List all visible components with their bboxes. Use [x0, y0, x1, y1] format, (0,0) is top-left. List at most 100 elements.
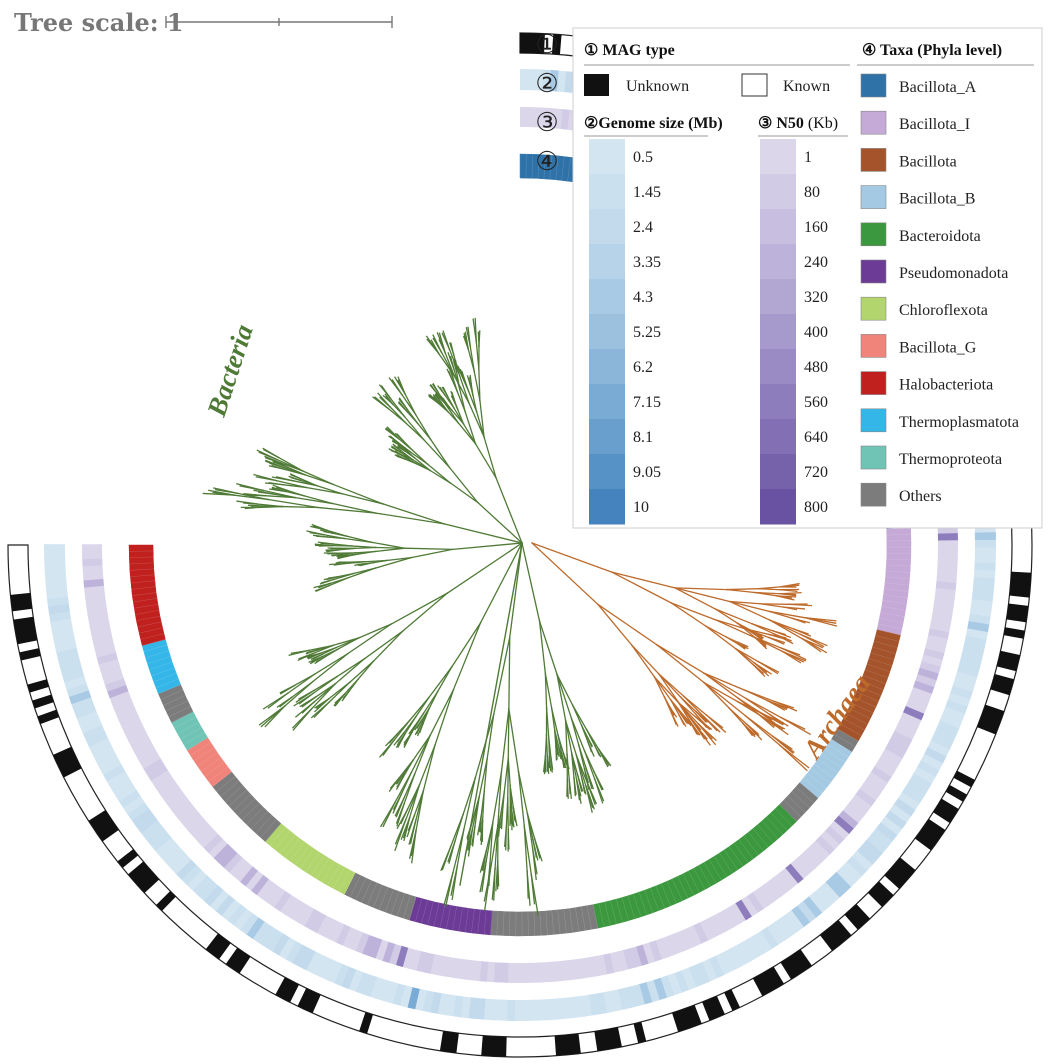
- tree-branch: [414, 413, 432, 441]
- taxa-ring-tick: [142, 639, 166, 646]
- n50-cell: [641, 942, 656, 964]
- tree-branch: [402, 440, 414, 452]
- n50-cell: [102, 671, 124, 685]
- tree-branch: [478, 758, 488, 798]
- genome-size-cell: [708, 955, 725, 979]
- taxa-ring-tick: [581, 906, 586, 931]
- tree-branch: [772, 735, 794, 754]
- tree-branch: [757, 588, 781, 591]
- genome-size-cell: [701, 958, 718, 982]
- tree-branch: [247, 504, 264, 507]
- tree-branch: [564, 719, 568, 756]
- taxa-ring-tick: [587, 905, 592, 930]
- taxa-ring-tick: [220, 780, 240, 797]
- tree-branch: [276, 696, 293, 708]
- tree-branch: [670, 602, 716, 621]
- n50-cell: [422, 952, 435, 974]
- genome-size-swatch: [589, 349, 625, 385]
- tree-branch: [459, 542, 523, 886]
- mag-unknown-block: [37, 709, 60, 725]
- tree-branch: [714, 608, 754, 625]
- tree-branch: [551, 707, 556, 731]
- tree-branch: [420, 707, 431, 722]
- tree-branch: [694, 716, 711, 731]
- taxa-ring-tick: [471, 909, 475, 933]
- tree-branch: [780, 647, 807, 661]
- taxa-ring-tick: [502, 911, 505, 936]
- tree-branch: [397, 441, 412, 453]
- n50-cell: [213, 843, 233, 863]
- n50-cell: [897, 718, 919, 734]
- taxa-ring-tick: [672, 878, 683, 901]
- tree-branch: [408, 830, 417, 859]
- tree-branch: [734, 647, 753, 665]
- n50-cell: [654, 938, 669, 960]
- genome-size-cell: [170, 853, 192, 875]
- tree-branch: [406, 784, 421, 810]
- n50-cell: [328, 921, 345, 943]
- tree-branch: [345, 553, 359, 557]
- tree-branch: [464, 410, 477, 445]
- tree-branch: [470, 382, 474, 396]
- tree-branch: [450, 865, 459, 896]
- tree-branch: [523, 824, 533, 875]
- genome-size-cell: [905, 779, 928, 798]
- n50-cell: [881, 748, 903, 766]
- n50-cell: [132, 740, 154, 757]
- genome-size-cell: [974, 547, 996, 557]
- n50-cell: [291, 901, 309, 923]
- tree-branch: [630, 644, 656, 678]
- tree-branch: [379, 801, 396, 828]
- taxa-ring-segment: [592, 804, 797, 929]
- n50-cell: [900, 712, 922, 728]
- tree-branch: [290, 680, 314, 699]
- taxa-ring-tick: [139, 627, 163, 634]
- tree-branch: [418, 744, 436, 786]
- tree-branch: [804, 617, 838, 627]
- tree-branch: [279, 684, 296, 694]
- ring-label-4: ④: [535, 147, 558, 177]
- tree-branch: [702, 681, 730, 709]
- tree-branch: [328, 576, 339, 579]
- tree-branch: [456, 408, 465, 425]
- tree-branch: [445, 404, 460, 424]
- tree-branch: [783, 606, 798, 611]
- mag-unknown-block: [10, 592, 33, 612]
- taxa-ring-tick: [193, 747, 215, 762]
- n50-cell: [139, 752, 161, 769]
- genome-size-cell: [298, 947, 316, 971]
- taxa-ring-tick: [650, 888, 659, 911]
- tree-branch: [396, 453, 407, 461]
- mag-unknown-block: [752, 966, 784, 997]
- tree-branch: [312, 534, 329, 538]
- n50-cell: [609, 951, 622, 973]
- n50-cell: [912, 680, 935, 695]
- taxa-ring-tick: [693, 868, 706, 890]
- taxa-ring-tick: [881, 606, 906, 611]
- n50-cell: [126, 728, 148, 744]
- tree-branch: [553, 729, 557, 747]
- taxa-ring-tick: [810, 768, 831, 784]
- mag-unknown-block: [633, 1021, 647, 1044]
- genome-size-cell: [209, 889, 230, 912]
- tree-branch: [779, 744, 808, 772]
- tree-branch: [503, 826, 508, 848]
- n50-swatch: [760, 454, 796, 490]
- tree-branch: [332, 483, 385, 505]
- n50-cell: [734, 899, 752, 921]
- mag-unknown-block: [156, 891, 176, 911]
- mag-unknown-block: [551, 34, 562, 55]
- tree-branch: [744, 714, 781, 747]
- n50-cell: [859, 783, 880, 802]
- mag-unknown-block: [53, 746, 82, 778]
- genome-size-cell: [916, 760, 940, 778]
- n50-cell: [96, 651, 118, 665]
- tree-branch: [568, 778, 571, 795]
- genome-size-cell: [384, 981, 399, 1004]
- tree-branch: [316, 655, 327, 663]
- genome-size-cell: [813, 886, 835, 909]
- tree-branch: [446, 395, 455, 409]
- n50-cell: [935, 581, 957, 591]
- n50-cell: [109, 690, 131, 705]
- taxa-ring-tick: [828, 744, 849, 758]
